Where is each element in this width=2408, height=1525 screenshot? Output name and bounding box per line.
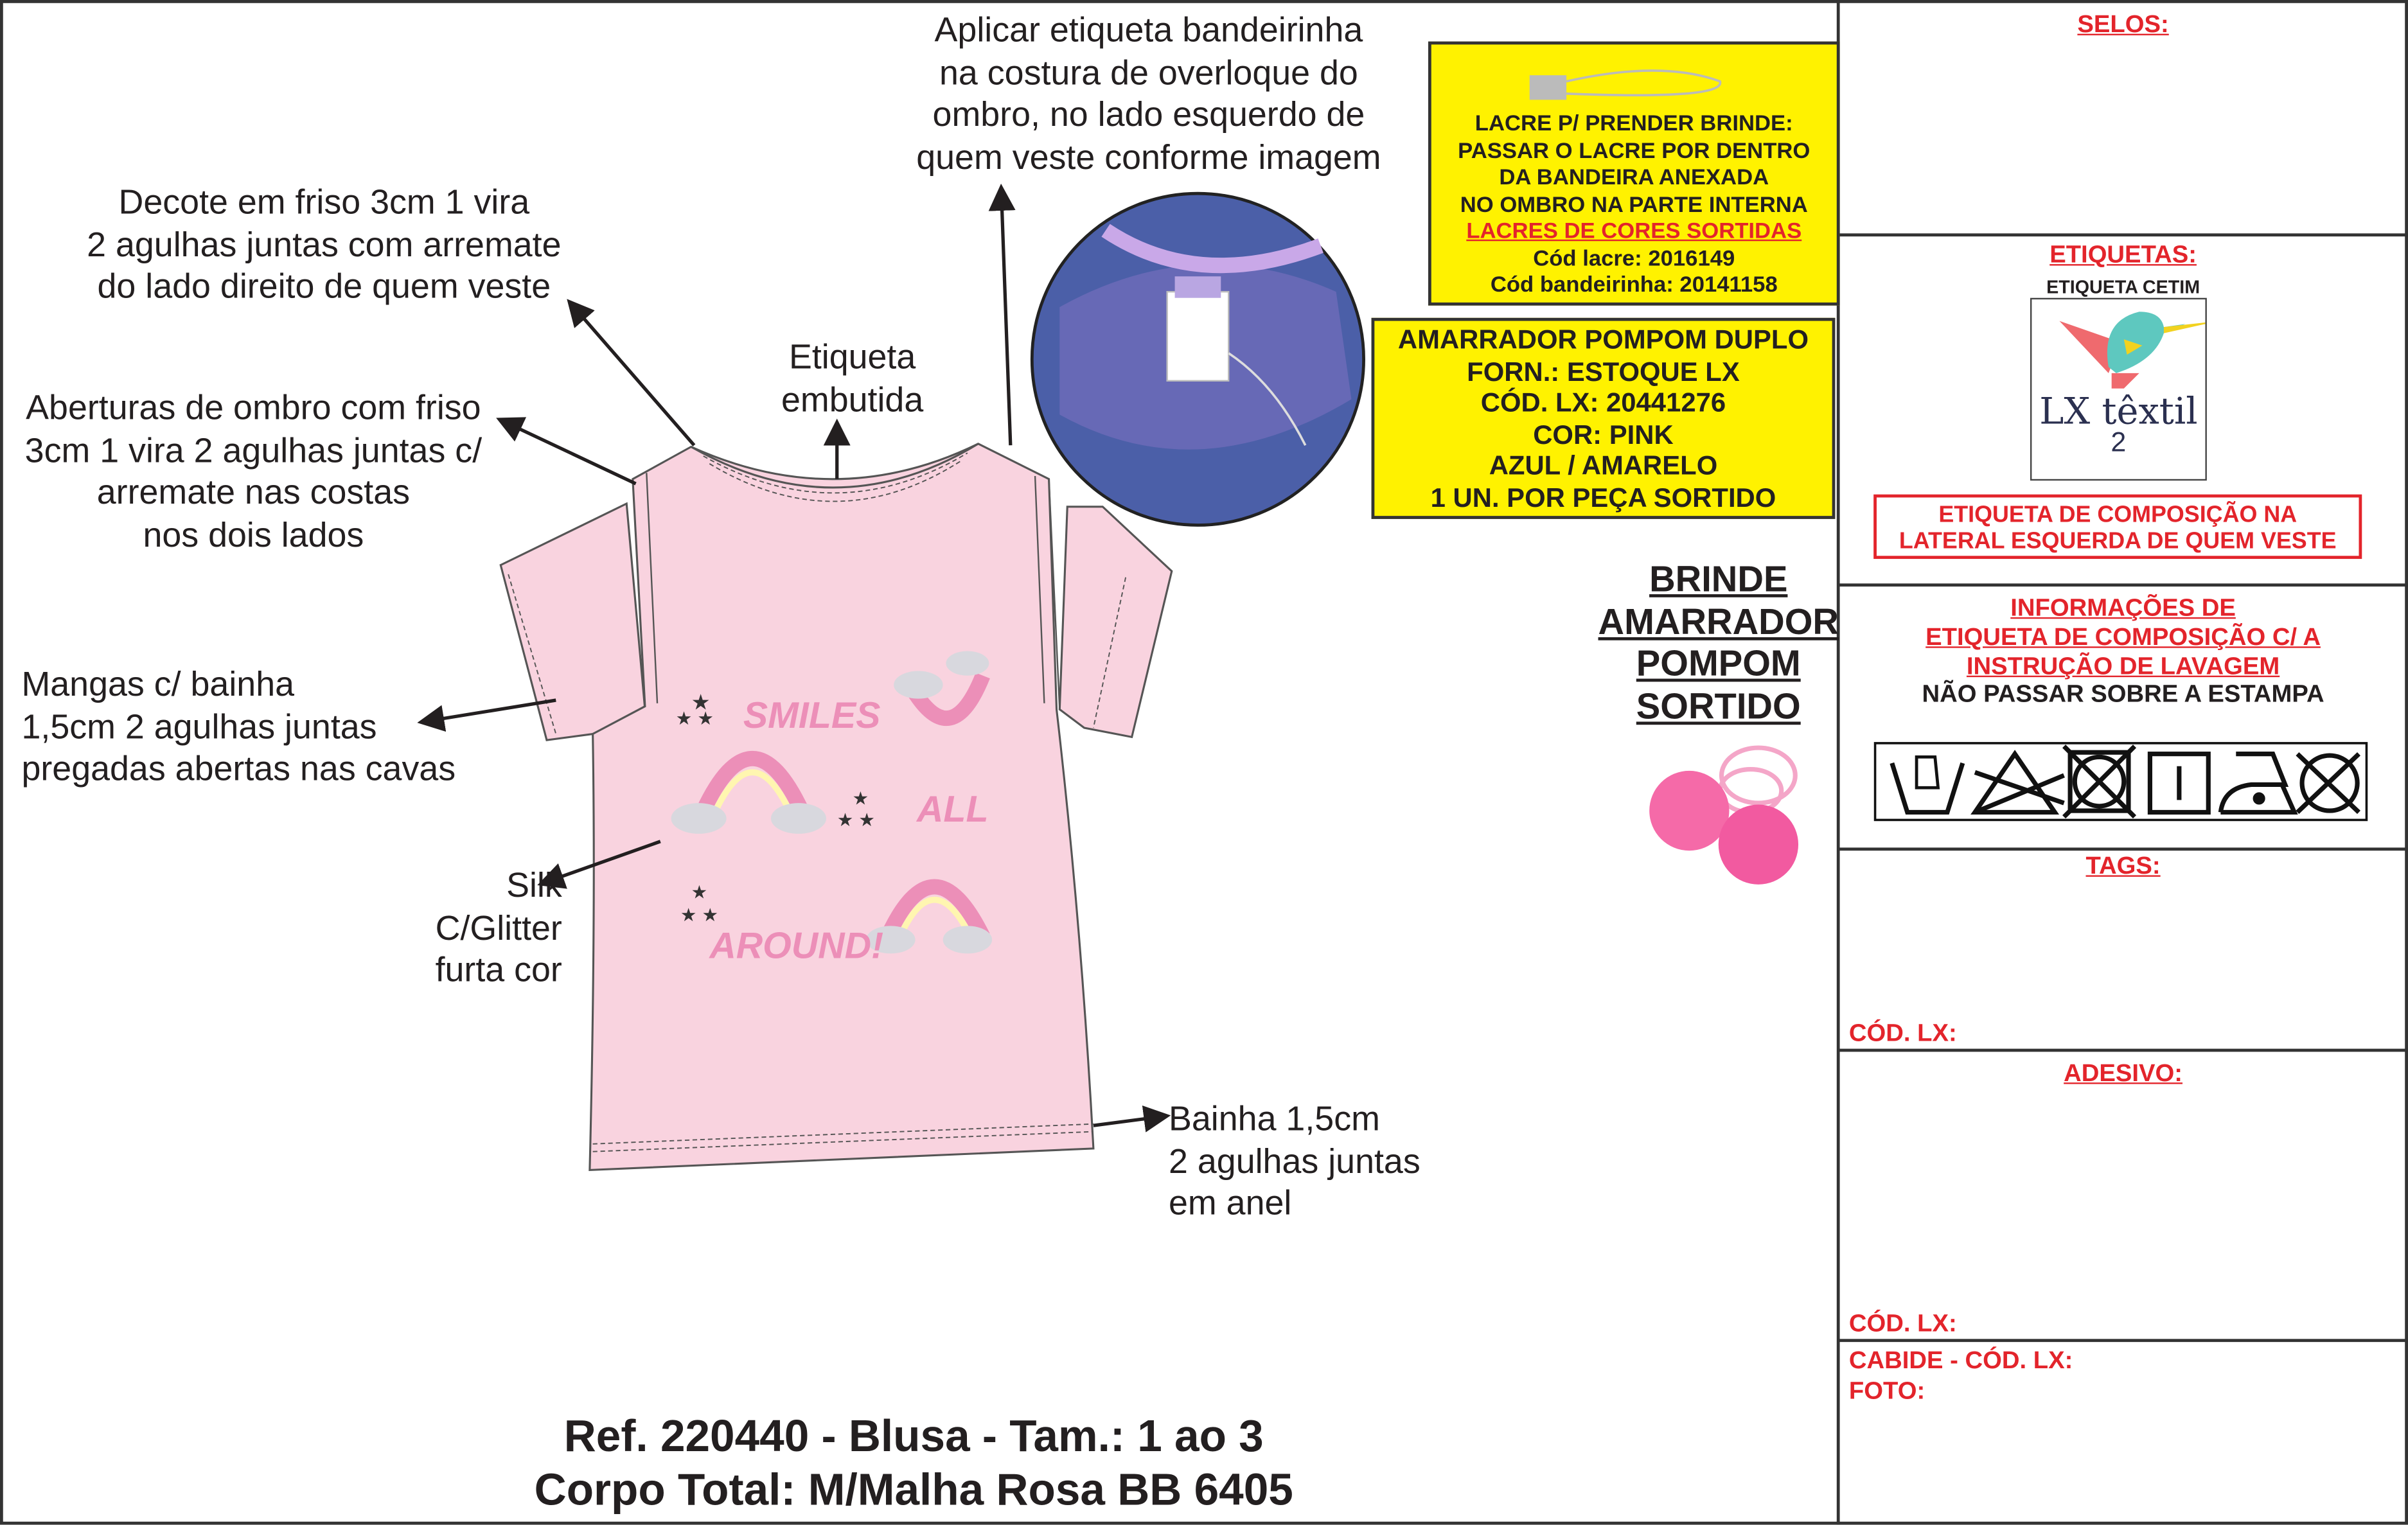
reference-line: Ref. 220440 - Blusa - Tam.: 1 ao 3: [563, 1413, 1264, 1462]
label-photo: [1030, 191, 1365, 527]
no-tumble-dry-icon: [2062, 745, 2137, 819]
panel-divider: [1836, 0, 1840, 1525]
tags-cod-lx-label: CÓD. LX:: [1848, 1021, 1957, 1048]
tags-heading: TAGS:: [2085, 854, 2161, 880]
iron-low-icon: [2218, 752, 2298, 815]
callout-arrows: [417, 183, 1171, 1133]
divider: [1838, 583, 2408, 587]
no-bleach-icon: [1970, 750, 2065, 815]
rainbow: [696, 750, 809, 815]
pompom: [1649, 745, 1799, 885]
etiqueta-cetim-label: ETIQUETA CETIM: [2046, 276, 2200, 298]
rainbow: [880, 879, 990, 940]
divider: [1838, 847, 2408, 851]
svg-text:★ ★: ★ ★: [837, 810, 875, 831]
no-iron-warning: NÃO PASSAR SOBRE A ESTAMPA: [1922, 682, 2324, 708]
lacre-info-box: LACRE P/ PRENDER BRINDE:PASSAR O LACRE P…: [1428, 41, 1840, 306]
print-artwork: ★★ ★ ★★ ★ ★★ ★ SMILES ALL AROUND!: [671, 651, 993, 967]
hummingbird-logo-icon: [2059, 312, 2219, 389]
etiquetas-heading: ETIQUETAS:: [2049, 242, 2197, 269]
star-icon: ★: [691, 691, 711, 714]
star-icon: ★: [853, 789, 869, 809]
adesivo-cod-lx-label: CÓD. LX:: [1848, 1311, 1957, 1337]
hand-wash-icon: [1890, 755, 1965, 815]
rainbow: [907, 673, 990, 726]
divider: [1838, 1339, 2408, 1343]
shirt: [499, 443, 1173, 1172]
right-sleeve: [1058, 506, 1173, 739]
brand-logo: LX têxtil 2: [2030, 297, 2219, 481]
print-word: SMILES: [743, 695, 881, 736]
star-icon: ★: [691, 882, 708, 903]
print-word: ALL: [916, 789, 989, 830]
divider: [1838, 1048, 2408, 1052]
line-dry-icon: [2147, 752, 2211, 815]
print-word: AROUND!: [708, 926, 883, 967]
svg-text:★ ★: ★ ★: [676, 709, 714, 729]
selos-heading: SELOS:: [2077, 12, 2169, 39]
care-symbols: [1873, 742, 2368, 822]
fabric-line: Corpo Total: M/Malha Rosa BB 6405: [534, 1466, 1293, 1516]
divider: [1838, 233, 2408, 237]
adesivo-heading: ADESIVO:: [2064, 1061, 2183, 1088]
cabide-label: CABIDE - CÓD. LX:: [1848, 1348, 2073, 1375]
seal-tag-icon: [1529, 69, 1722, 100]
foto-label: FOTO:: [1848, 1379, 1926, 1406]
shirt-body: [589, 443, 1095, 1172]
no-dry-clean-icon: [2296, 752, 2360, 815]
svg-text:★ ★: ★ ★: [680, 905, 718, 926]
